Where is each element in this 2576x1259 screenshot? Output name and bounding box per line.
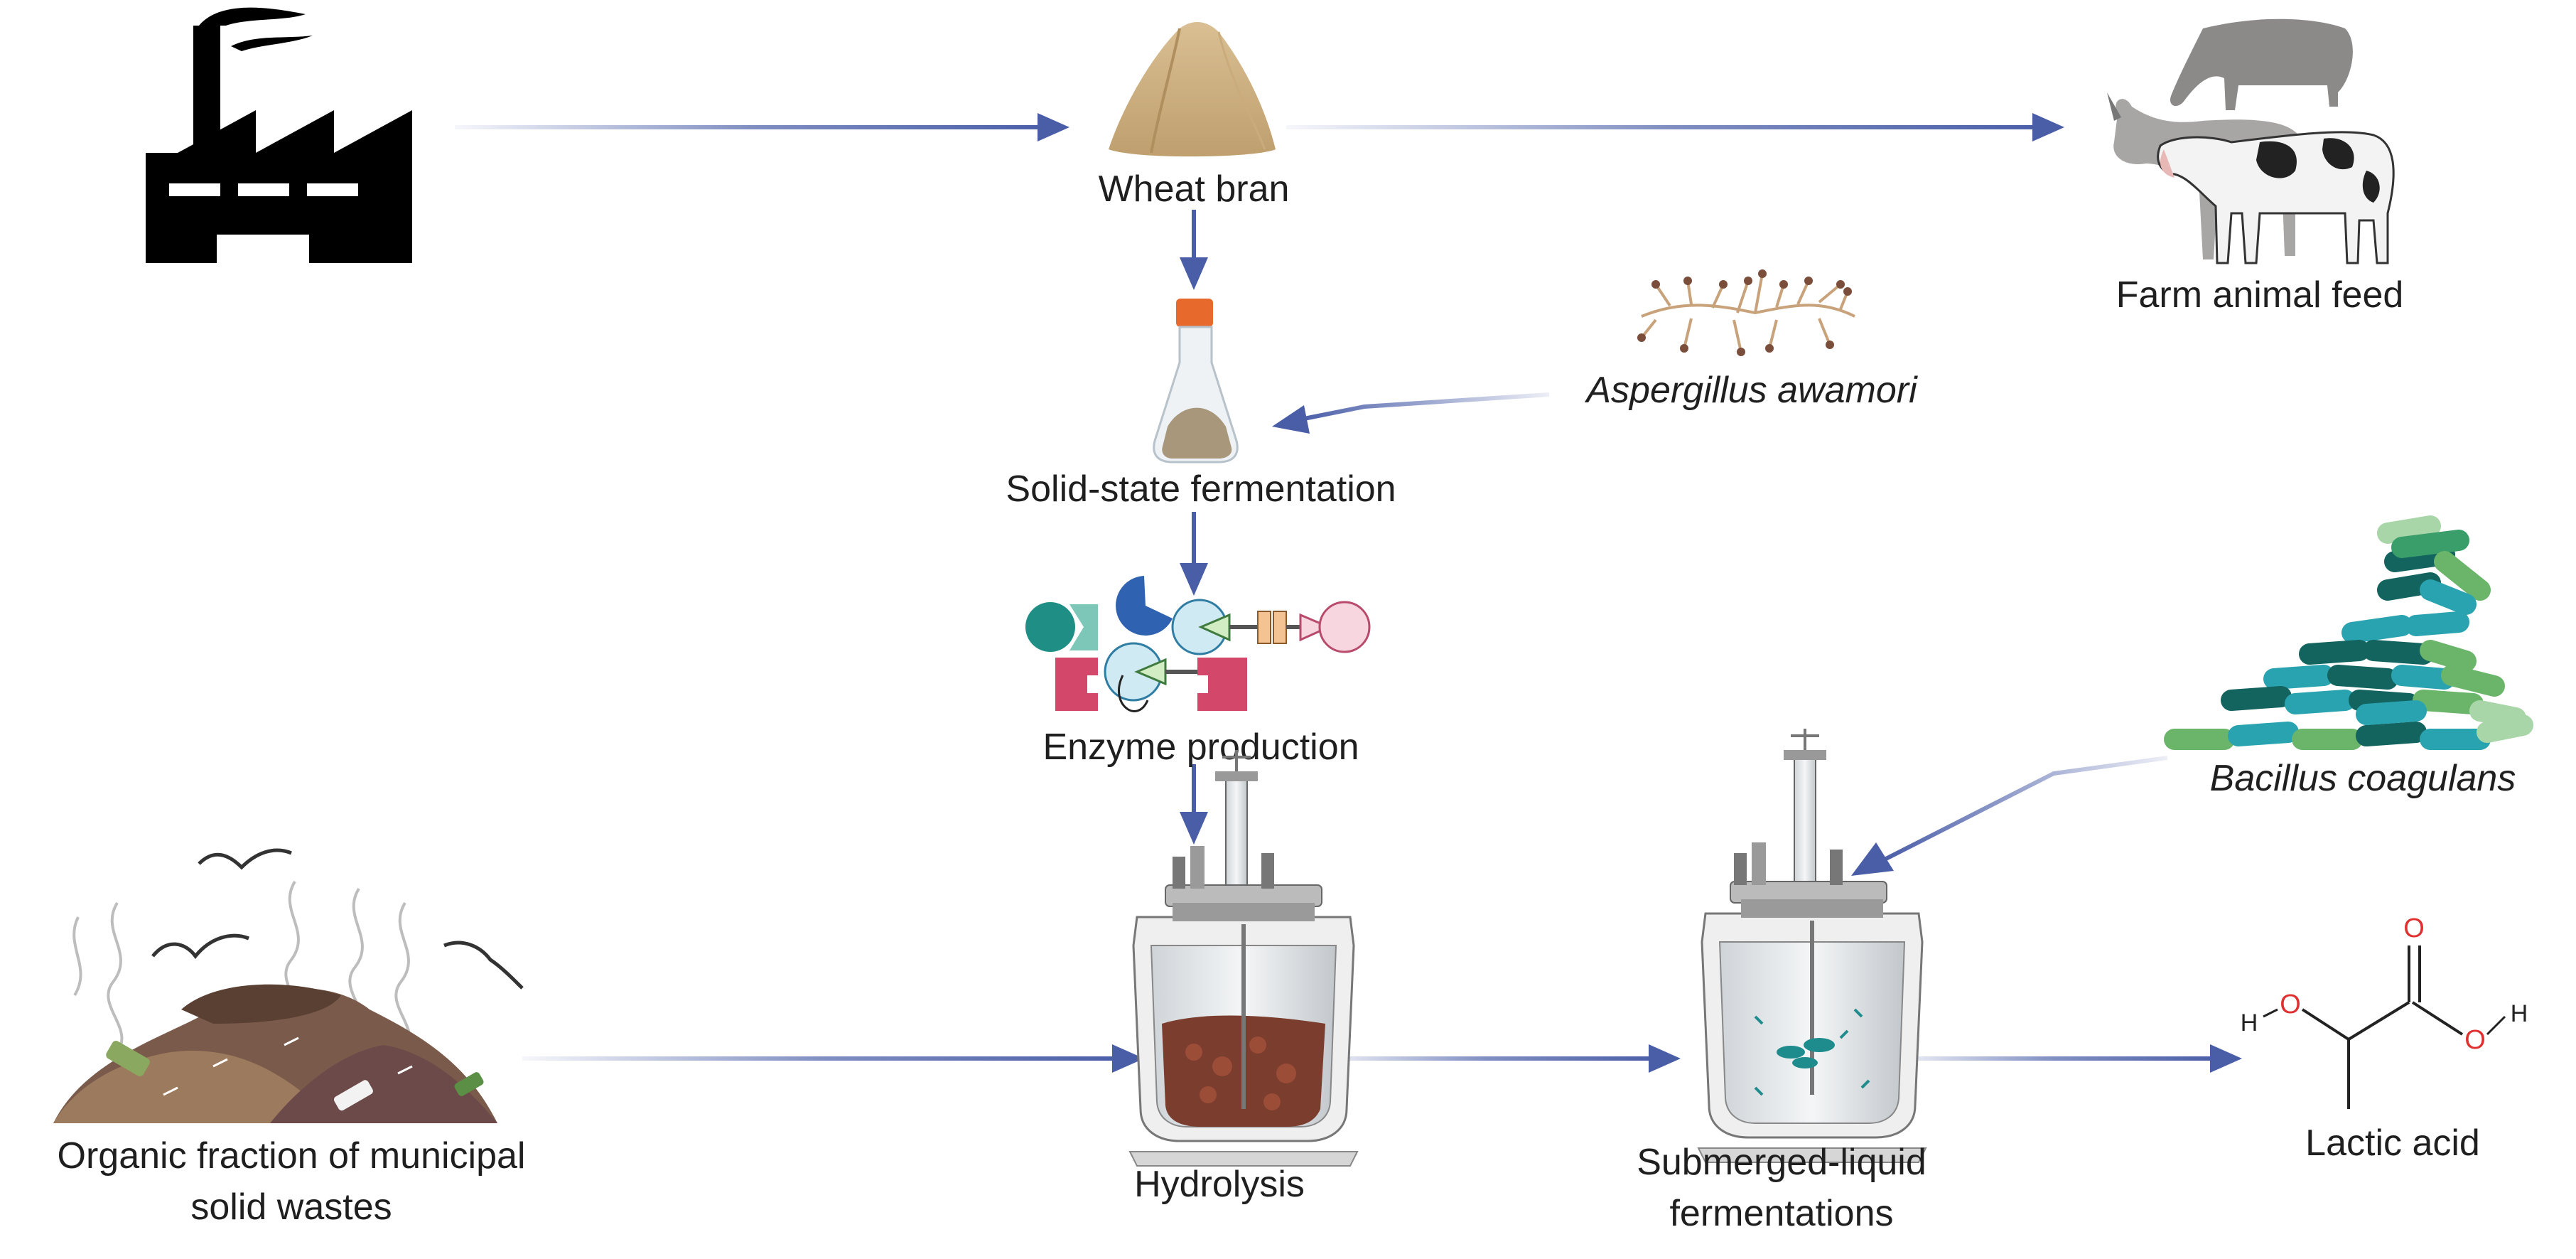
submerged-label-line1: Submerged-liquid bbox=[1637, 1142, 1926, 1183]
ofmsw-label-line2: solid wastes bbox=[190, 1186, 392, 1228]
farm-animal-feed-label: Farm animal feed bbox=[2116, 274, 2404, 316]
bacillus-label: Bacillus coagulans bbox=[2210, 758, 2516, 799]
enzyme-production-label: Enzyme production bbox=[1042, 727, 1359, 768]
aspergillus-label: Aspergillus awamori bbox=[1584, 370, 1918, 411]
arrow-submerged-to-lactic-acid bbox=[1890, 1044, 2242, 1073]
wheat-bran-label: Wheat bran bbox=[1099, 168, 1290, 210]
bioreactor-icon-hydrolysis: Hydrolysis bbox=[1128, 750, 1359, 1205]
atom-o-top: O bbox=[2403, 914, 2425, 943]
atom-o-right: O bbox=[2464, 1025, 2486, 1055]
farm-animals-icon: Farm animal feed bbox=[2107, 18, 2404, 316]
arrow-hydrolysis-to-submerged bbox=[1315, 1044, 1681, 1073]
bioreactor-icon-submerged: Submerged-liquid fermentations bbox=[1637, 729, 1927, 1234]
arrow-wheat-bran-to-flask bbox=[1180, 210, 1208, 290]
solid-state-fermentation-label: Solid-state fermentation bbox=[1006, 468, 1396, 510]
arrow-bacillus-to-submerged bbox=[1851, 756, 2168, 876]
arrow-wheat-bran-to-feed bbox=[1286, 113, 2064, 141]
waste-pile-icon: Organic fraction of municipal solid wast… bbox=[53, 848, 526, 1228]
factory-icon bbox=[146, 7, 412, 263]
submerged-label-line2: fermentations bbox=[1669, 1193, 1893, 1234]
arrow-waste-to-hydrolysis bbox=[522, 1044, 1144, 1073]
ofmsw-label-line1: Organic fraction of municipal bbox=[58, 1135, 526, 1177]
arrow-enzyme-to-hydrolysis bbox=[1180, 764, 1208, 845]
flask-icon: Solid-state fermentation bbox=[1006, 299, 1396, 510]
lactic-acid-structure-icon: O O H O H Lactic acid bbox=[2241, 914, 2528, 1164]
atom-h-right: H bbox=[2511, 1000, 2528, 1027]
arrow-flask-to-enzyme bbox=[1180, 512, 1208, 596]
hydrolysis-label: Hydrolysis bbox=[1134, 1164, 1305, 1205]
atom-h-left: H bbox=[2241, 1009, 2258, 1036]
lactic-acid-label: Lactic acid bbox=[2305, 1123, 2480, 1164]
bacteria-pile-icon bbox=[2164, 515, 2533, 750]
atom-o-left: O bbox=[2280, 990, 2301, 1019]
fungus-icon bbox=[1637, 269, 1855, 356]
arrow-factory-to-wheat-bran bbox=[455, 113, 1069, 141]
wheat-bran-pile-icon: Wheat bran bbox=[1099, 21, 1290, 210]
enzyme-complex-icon: Enzyme production bbox=[1025, 576, 1371, 768]
arrow-aspergillus-to-flask bbox=[1272, 392, 1550, 434]
